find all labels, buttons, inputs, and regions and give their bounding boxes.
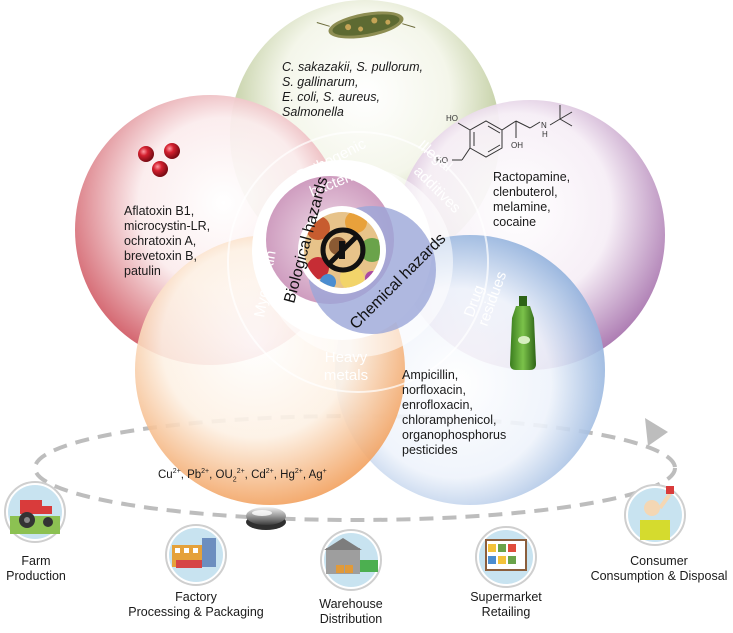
bacteria-list: C. sakazakii, S. pullorum, S. gallinarum… [282,60,423,120]
drug-line: enrofloxacin, [402,398,473,412]
drug-line: chloramphenicol, [402,413,497,427]
additive-line: melamine, [493,200,551,214]
metal-ion: Pb2+, [187,468,216,481]
additive-line: Ractopamine, [493,170,571,184]
metal-ion: Ag+ [308,468,327,481]
mol-n: N [541,121,547,130]
metal-ion: OU22+, [215,468,252,484]
mycotoxin-list: Aflatoxin B1, microcystin-LR, ochratoxin… [124,204,210,279]
drug-line: norfloxacin, [402,383,466,397]
mol-h: H [542,130,548,139]
factory-icon [165,524,227,586]
mycotoxin-line: Aflatoxin B1, [124,204,195,218]
metal-ion: Hg2+, [280,468,309,481]
metal-ion: Cd2+, [251,468,281,481]
prohibited-icon [320,227,366,273]
cycle-arrowhead [645,418,668,446]
metal-ion: Cu2+, [158,468,188,481]
farm-icon [4,481,66,543]
label-metals: metals [324,367,368,384]
additives-list: Ractopamine, clenbuterol, melamine, coca… [493,170,570,230]
mycotoxin-line: ochratoxin A, [124,234,197,248]
additive-line: cocaine [493,215,537,229]
mycotoxin-spheres-icon [138,143,180,177]
bacterium-icon [316,11,416,39]
mol-ho-left: HO [436,156,448,165]
drug-line: organophosphorus [402,428,507,442]
bacteria-line: Salmonella [282,105,344,119]
bacteria-line: E. coli, S. aureus, [282,90,380,104]
mol-oh: OH [511,141,523,150]
mycotoxin-line: brevetoxin B, [124,249,197,263]
bacteria-line: C. sakazakii, S. pullorum, [282,60,424,74]
drug-line: pesticides [402,443,458,457]
additive-line: clenbuterol, [493,185,558,199]
label-heavy: Heavy [325,349,368,366]
mycotoxin-line: patulin [124,264,161,278]
drug-line: Ampicillin, [402,368,459,382]
mycotoxin-line: microcystin-LR, [124,219,211,233]
supermarket-icon [475,526,537,588]
molecule-structure-icon [452,105,573,161]
drugs-list: Ampicillin, norfloxacin, enrofloxacin, c… [402,368,506,458]
metals-list: Cu2+, Pb2+, OU22+, Cd2+, Hg2+, Ag+ [158,468,327,483]
consumer-icon [624,484,686,546]
bacteria-line: S. gallinarum, [282,75,359,89]
metal-disk-icon [246,507,286,530]
warehouse-icon [320,529,382,591]
mol-ho-top: HO [446,114,458,123]
bottle-icon [510,296,536,370]
